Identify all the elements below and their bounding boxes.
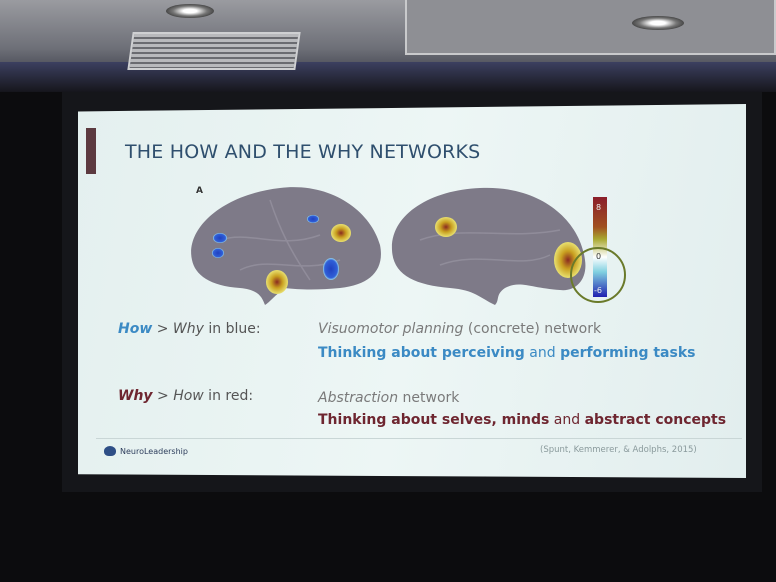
desc-rest: network: [398, 390, 460, 406]
medial-brain: [391, 187, 586, 305]
desc-rest: (concrete) network: [463, 321, 602, 337]
slide-accent-bar: [86, 128, 96, 174]
detail-b: performing tasks: [560, 345, 696, 361]
neuroleadership-logo: NeuroLeadership: [104, 446, 188, 456]
why-row-label: Why > How in red:: [118, 388, 253, 404]
how-row-detail: Thinking about perceiving and performing…: [318, 345, 695, 361]
detail-and: and: [549, 412, 585, 428]
detail-a: Thinking about perceiving: [318, 345, 525, 361]
activation-blue: [213, 233, 227, 243]
activation-red: [435, 217, 457, 237]
presentation-slide: [78, 104, 746, 478]
desc-italic: Visuomotor planning: [318, 321, 464, 337]
detail-and: and: [524, 345, 561, 361]
colorbar-min: -6: [594, 286, 602, 295]
activation-red: [331, 224, 351, 242]
activation-blue: [323, 258, 339, 280]
how-word: How: [118, 321, 153, 337]
highlight-circle: [570, 247, 626, 303]
brain-logo-icon: [104, 446, 116, 456]
ceiling-light: [632, 16, 684, 30]
gt: >: [152, 388, 174, 404]
colorbar-max: 8: [596, 203, 601, 212]
slide-title: THE HOW AND THE WHY NETWORKS: [125, 141, 481, 163]
how-row-desc: Visuomotor planning (concrete) network: [318, 321, 601, 337]
why-row-desc: Abstraction network: [318, 390, 459, 406]
ceiling-edge: [0, 62, 776, 92]
how-word: How: [173, 388, 204, 404]
why-word: Why: [172, 321, 204, 337]
label-rest: in red:: [203, 388, 254, 404]
colorbar: [593, 197, 607, 297]
ceiling-light: [166, 4, 214, 18]
how-row-label: How > Why in blue:: [118, 321, 261, 337]
brain-figure: 8 0 -6: [191, 187, 626, 305]
activation-red: [266, 270, 288, 294]
detail-a: Thinking about selves, minds: [318, 412, 550, 428]
why-word: Why: [118, 388, 153, 404]
logo-text: NeuroLeadership: [120, 446, 188, 456]
activation-blue: [212, 248, 224, 258]
activation-red: [554, 242, 582, 278]
label-rest: in blue:: [203, 321, 261, 337]
desc-italic: Abstraction: [318, 390, 399, 406]
citation: (Spunt, Kemmerer, & Adolphs, 2015): [540, 445, 697, 455]
ceiling-panel: [405, 0, 776, 55]
detail-b: abstract concepts: [584, 412, 727, 428]
gt: >: [152, 321, 173, 337]
footer-divider: [96, 438, 742, 439]
colorbar-mid: 0: [596, 252, 601, 261]
activation-blue: [307, 215, 319, 223]
figure-label: A: [196, 186, 203, 196]
why-row-detail: Thinking about selves, minds and abstrac…: [318, 412, 726, 428]
air-vent: [127, 32, 301, 70]
